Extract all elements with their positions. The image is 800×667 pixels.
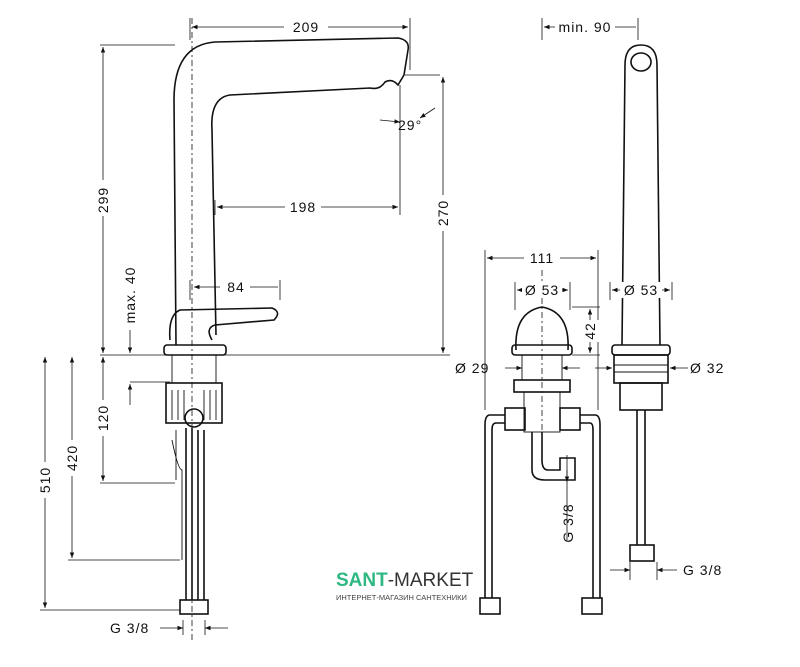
dim-42: 42 xyxy=(582,322,598,340)
front-view-faucet xyxy=(611,44,671,562)
thread-label: G 3/8 xyxy=(683,562,722,578)
dim-max-40: max. 40 xyxy=(122,267,138,324)
dim-420: 420 xyxy=(64,445,80,471)
dim-angle-29: 29° xyxy=(398,117,422,133)
dim-120: 120 xyxy=(95,405,111,431)
hose-connector xyxy=(179,599,209,615)
spout-outline xyxy=(173,37,410,346)
watermark-logo: SANT-MARKET ИНТЕРНЕТ-МАГАЗИН САНТЕХНИКИ xyxy=(336,570,474,602)
watermark-tagline: ИНТЕРНЕТ-МАГАЗИН САНТЕХНИКИ xyxy=(336,593,467,602)
valve-body-dimensions: 111 Ø 53 42 Ø 29 G 3/8 xyxy=(455,250,600,543)
svg-text:SANT-MARKET: SANT-MARKET xyxy=(336,570,474,591)
side-view-dimensions: 209 29° 198 84 299 270 max. 40 120 510 4… xyxy=(36,18,452,636)
dim-84: 84 xyxy=(227,279,245,295)
dim-198: 198 xyxy=(290,199,316,215)
handle xyxy=(168,307,279,341)
valve-body-view xyxy=(479,270,603,615)
dim-111: 111 xyxy=(530,250,554,266)
mounting-shank xyxy=(171,354,217,384)
base-plate xyxy=(163,344,227,356)
dim-299: 299 xyxy=(95,187,111,213)
thread-label: G 3/8 xyxy=(110,620,149,636)
side-view-faucet xyxy=(163,18,410,640)
dim-270: 270 xyxy=(435,200,451,226)
dim-min-90: min. 90 xyxy=(559,19,612,35)
dim-dia-32: Ø 32 xyxy=(690,360,724,376)
dim-dia-29: Ø 29 xyxy=(455,360,489,376)
dim-dia-53: Ø 53 xyxy=(624,282,658,298)
dim-510: 510 xyxy=(37,467,53,493)
thread-label: G 3/8 xyxy=(560,503,576,542)
dim-209: 209 xyxy=(293,19,319,35)
dim-dia-53: Ø 53 xyxy=(525,282,559,298)
front-view-dimensions: min. 90 Ø 53 Ø 32 G 3/8 xyxy=(541,18,724,580)
mounting-nut xyxy=(165,382,223,424)
